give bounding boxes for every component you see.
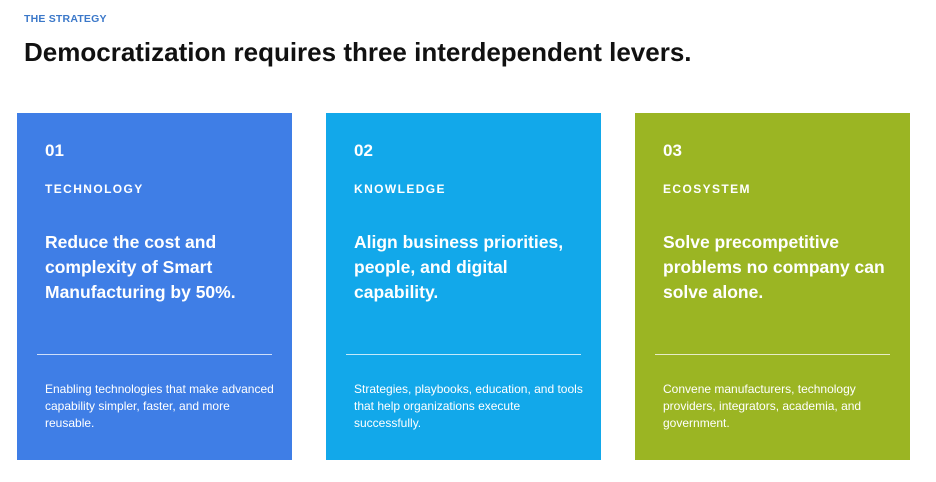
card-headline: Align business priorities, people, and d… [354,232,564,302]
card-description: Convene manufacturers, technology provid… [663,382,862,430]
card-description: Enabling technologies that make advanced… [45,382,274,430]
card-category: TECHNOLOGY [45,182,144,196]
section-eyebrow: THE STRATEGY [24,13,107,25]
card-knowledge: 02 KNOWLEDGE Align business priorities, … [326,113,601,460]
card-description: Strategies, playbooks, education, and to… [354,382,583,430]
card-technology: 01 TECHNOLOGY Reduce the cost and comple… [17,113,292,460]
card-divider [346,354,581,355]
card-category: ECOSYSTEM [663,182,751,196]
card-headline: Reduce the cost and complexity of Smart … [45,232,236,302]
card-number: 01 [45,141,64,160]
card-ecosystem: 03 ECOSYSTEM Solve precompetitive proble… [635,113,910,460]
card-divider [655,354,890,355]
card-number: 03 [663,141,682,160]
card-divider [37,354,272,355]
card-category: KNOWLEDGE [354,182,446,196]
card-headline: Solve precompetitive problems no company… [663,232,885,302]
card-number: 02 [354,141,373,160]
slide-title: Democratization requires three interdepe… [24,37,692,67]
